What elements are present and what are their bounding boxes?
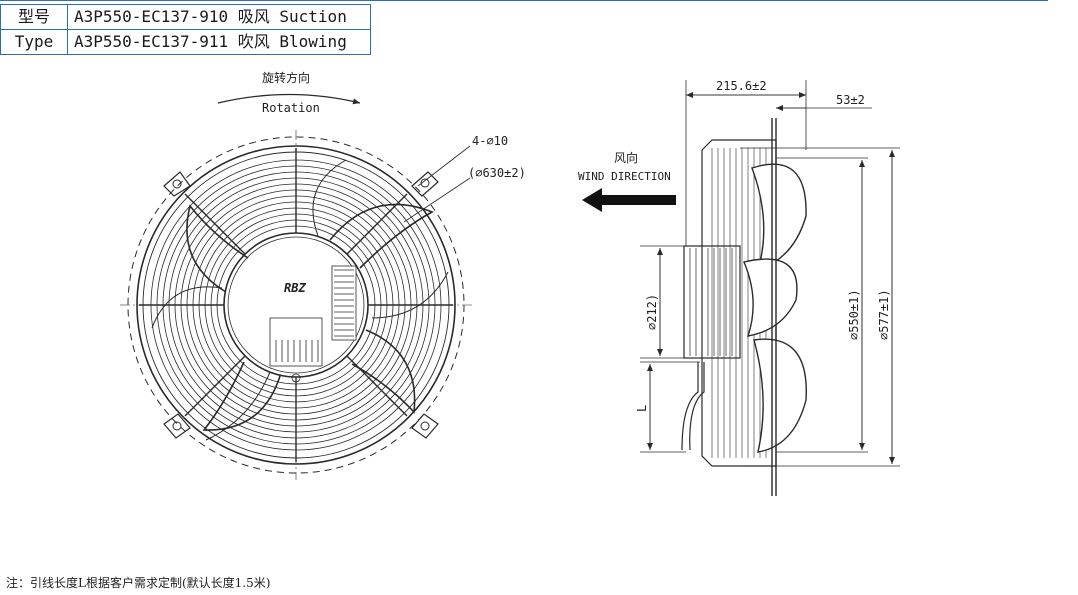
brand-logo: RBZ <box>284 281 306 295</box>
heat-sink <box>331 265 357 341</box>
model-key: 型号 <box>0 4 68 30</box>
dim-inner-label: ∅550±1) <box>847 289 861 340</box>
dim-depth-label: 215.6±2 <box>716 79 767 93</box>
wind-cn-label: 风向 <box>614 150 638 165</box>
rotation-en-label: Rotation <box>262 101 320 115</box>
mount-brackets <box>163 171 439 439</box>
wind-direction-arrow <box>582 188 676 212</box>
header-rule <box>0 0 1048 1</box>
model-table: 型号 A3P550-EC137-910 吸风 Suction Type A3P5… <box>0 4 371 55</box>
front-view <box>120 93 472 480</box>
type-value: A3P550-EC137-911 吹风 Blowing <box>67 29 371 55</box>
mount-holes <box>172 178 430 431</box>
dim-outer-label: ∅577±1) <box>877 289 891 340</box>
dim-hub-label: ∅212) <box>645 294 659 330</box>
pcd-label: (∅630±2) <box>468 166 526 180</box>
blade-side-bottom <box>753 338 807 453</box>
blade-side-mid <box>743 258 798 337</box>
rotation-arrow <box>217 93 361 105</box>
lead-length-note: 注：引线长度L根据客户需求定制(默认长度1.5米) <box>6 576 271 590</box>
model-value: A3P550-EC137-910 吸风 Suction <box>67 4 371 30</box>
model-row-blowing: Type A3P550-EC137-911 吹风 Blowing <box>0 29 371 55</box>
rotation-cn-label: 旋转方向 <box>262 70 310 85</box>
model-row-suction: 型号 A3P550-EC137-910 吸风 Suction <box>0 4 371 30</box>
side-view <box>582 80 900 496</box>
dim-lead-label: L <box>635 405 649 412</box>
holes-label: 4-∅10 <box>472 134 508 148</box>
wind-en-label: WIND DIRECTION <box>578 170 671 183</box>
type-key: Type <box>0 29 68 55</box>
lead-wire <box>689 362 705 451</box>
terminal-box <box>269 317 323 383</box>
fan-blades <box>151 159 449 441</box>
dim-mount-label: 53±2 <box>836 93 865 107</box>
blade-side-top <box>751 163 807 272</box>
